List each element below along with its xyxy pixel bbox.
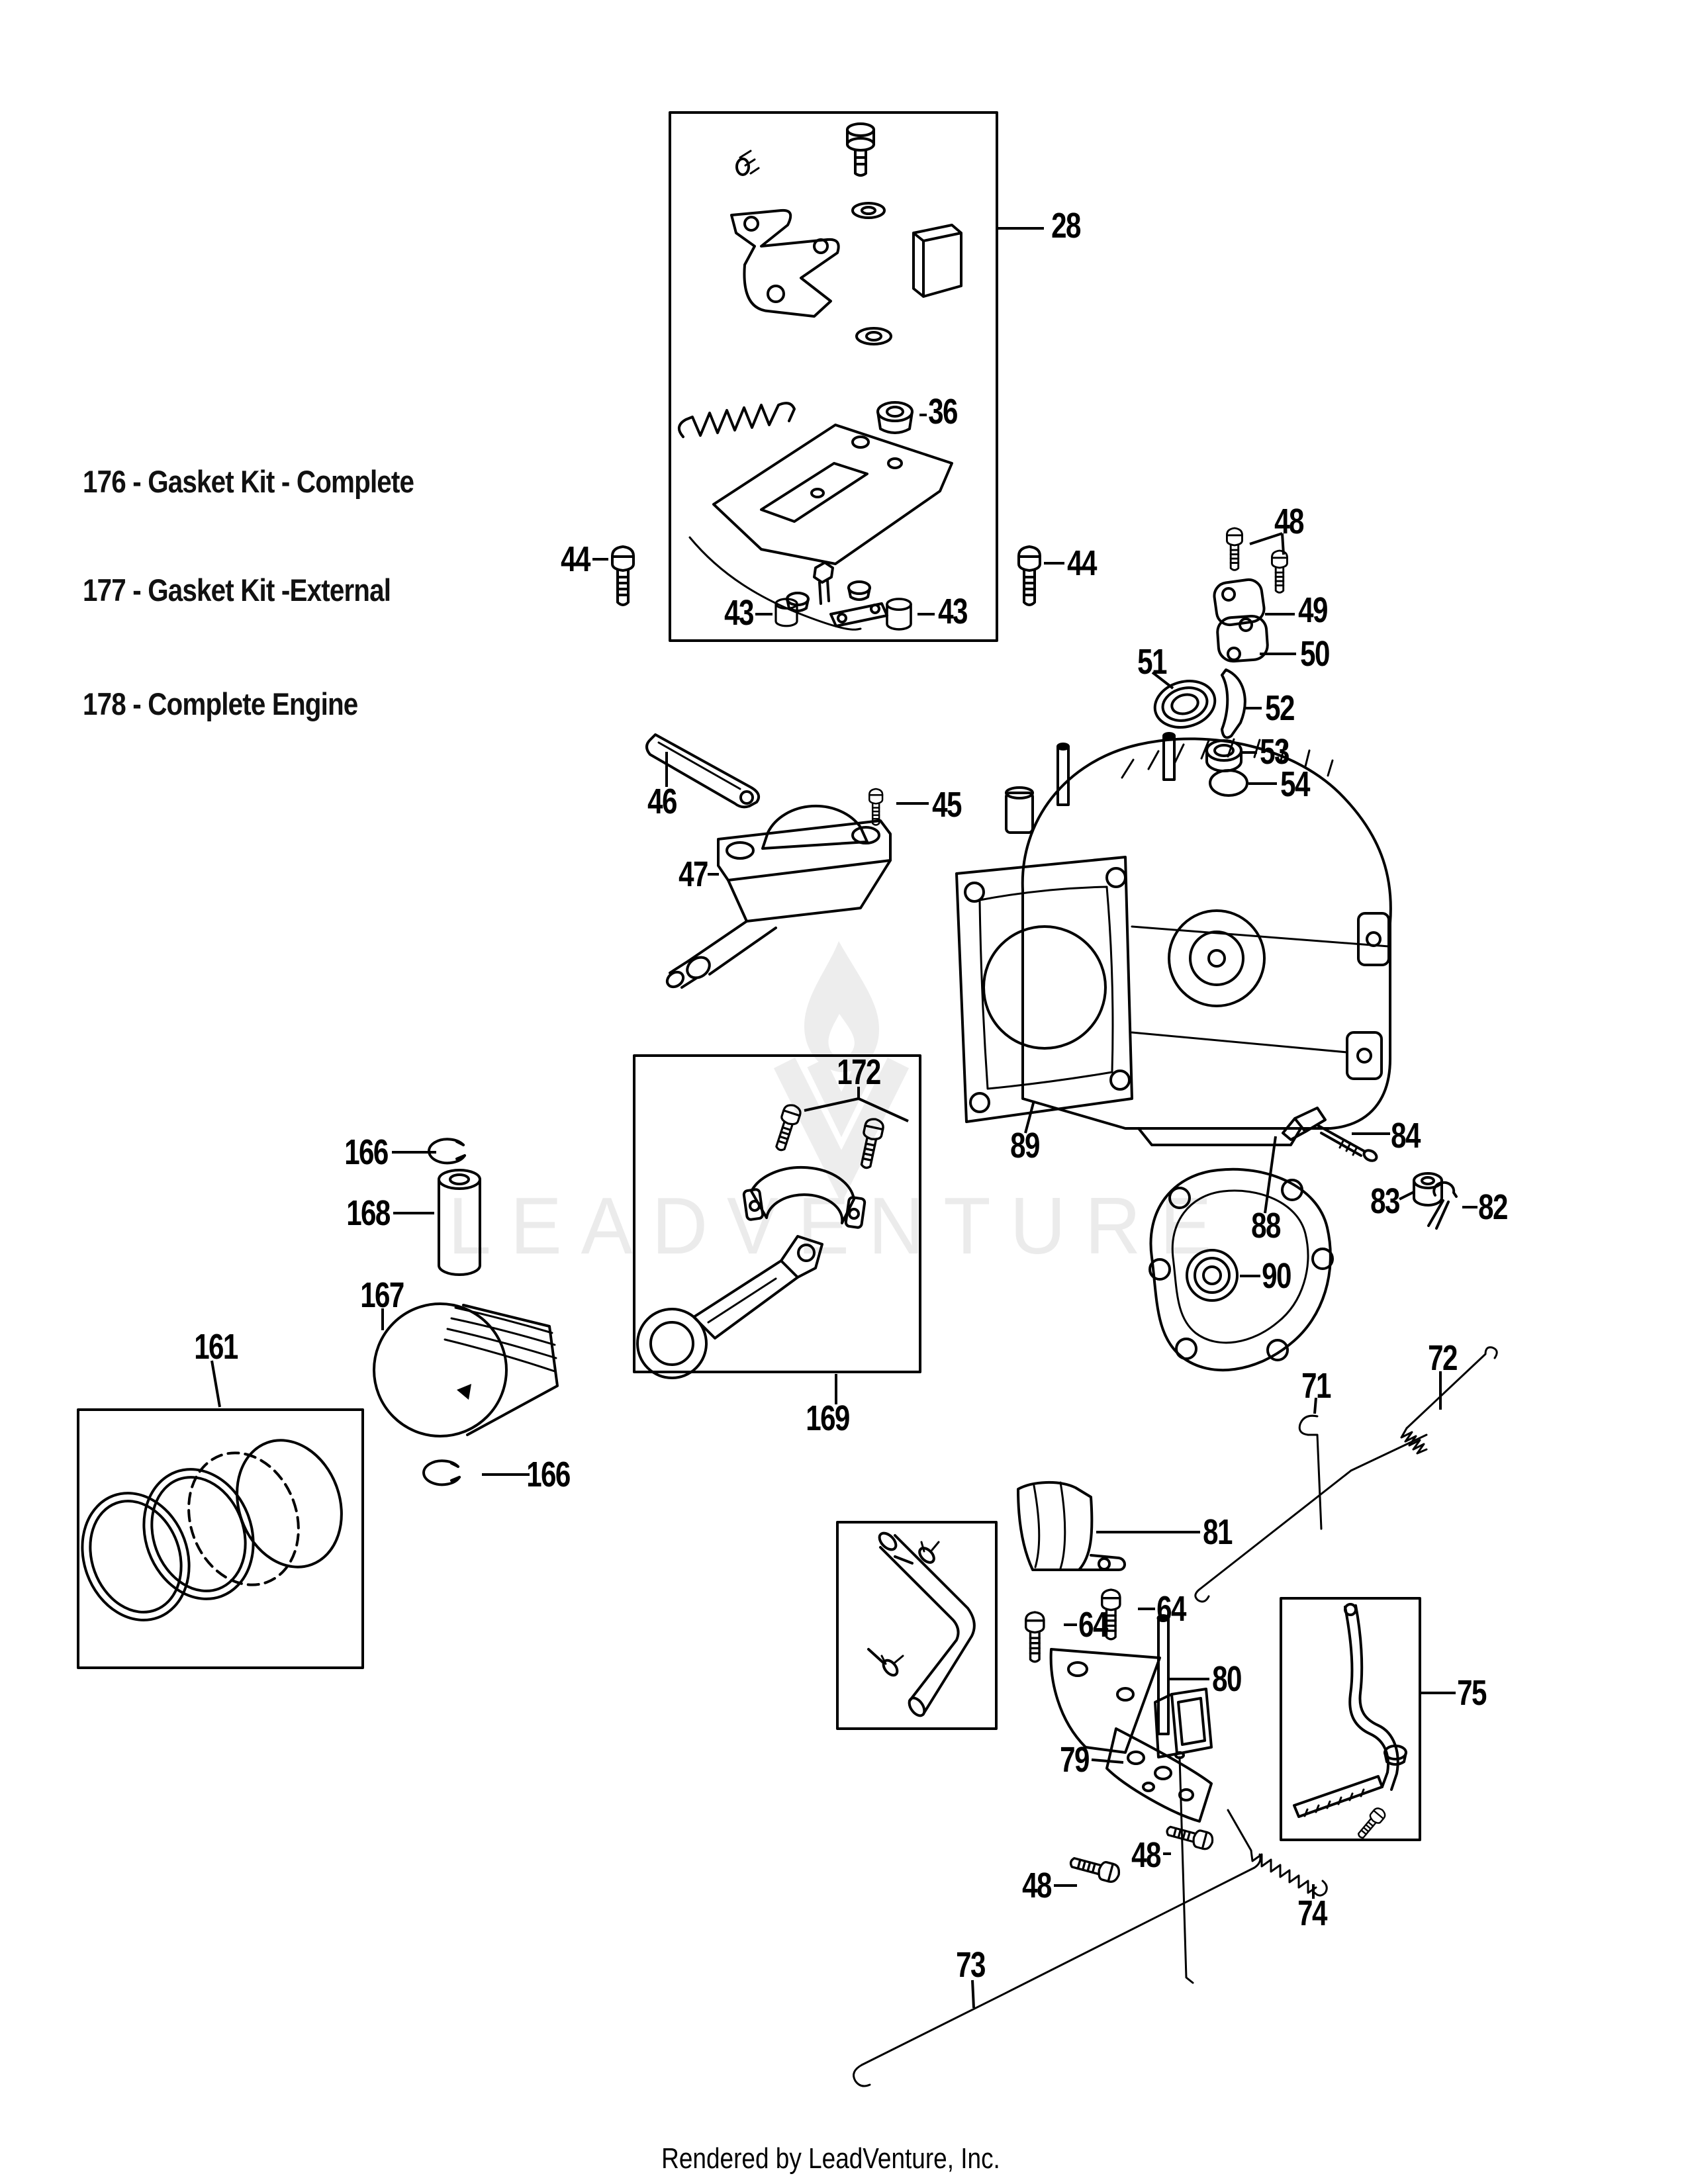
hose-clamp-upper bbox=[918, 1547, 935, 1564]
intake-elbow-drawing bbox=[645, 733, 892, 989]
cotter-pin-drawing bbox=[1427, 1181, 1458, 1230]
part-label-36: 36 bbox=[928, 392, 958, 432]
part-label-168: 168 bbox=[346, 1193, 391, 1233]
speed-control-parts-drawing bbox=[1024, 1588, 1216, 1984]
piston-ring-set-box bbox=[77, 1408, 364, 1669]
control-bracket-assembly-drawing bbox=[611, 122, 1041, 631]
part-label-172: 172 bbox=[837, 1052, 881, 1092]
choke-wire-drawing bbox=[1298, 1414, 1323, 1530]
muffler-guard-drawing bbox=[1017, 1481, 1126, 1571]
footer-credit: Rendered by LeadVenture, Inc. bbox=[661, 2142, 1000, 2175]
piston-crown bbox=[373, 1302, 508, 1437]
part-label-51: 51 bbox=[1137, 642, 1167, 682]
part-label-48-lower: 48 bbox=[1022, 1866, 1052, 1905]
part-label-166-lower: 166 bbox=[526, 1455, 571, 1494]
oil-seal-drawing bbox=[1186, 1249, 1239, 1302]
breather-tube-drawing bbox=[867, 1531, 976, 1717]
part-label-82: 82 bbox=[1478, 1187, 1508, 1227]
part-label-47: 47 bbox=[679, 854, 708, 894]
part-label-44-right: 44 bbox=[1067, 543, 1097, 583]
crankcase-cover-gasket-drawing bbox=[1149, 1167, 1334, 1372]
part-label-50: 50 bbox=[1300, 634, 1330, 674]
part-label-89: 89 bbox=[1010, 1126, 1040, 1165]
part-label-81: 81 bbox=[1203, 1512, 1233, 1552]
brake-lever-drawing bbox=[1293, 1603, 1407, 1842]
part-label-80: 80 bbox=[1212, 1659, 1242, 1699]
part-label-45: 45 bbox=[932, 785, 962, 825]
kit-line-177: 177 - Gasket Kit -External bbox=[83, 572, 391, 608]
part-label-73: 73 bbox=[956, 1945, 986, 1985]
part-label-49: 49 bbox=[1298, 590, 1328, 630]
part-label-74: 74 bbox=[1297, 1893, 1327, 1933]
control-bracket-79 bbox=[1105, 1727, 1213, 1823]
kit-line-178: 178 - Complete Engine bbox=[83, 686, 358, 721]
part-label-88: 88 bbox=[1251, 1206, 1281, 1246]
governor-spring-drawing bbox=[1227, 1809, 1328, 1897]
part-label-64-right: 64 bbox=[1156, 1589, 1186, 1629]
governor-shaft-drawing bbox=[1282, 1107, 1378, 1162]
part-label-48-top: 48 bbox=[1274, 502, 1304, 541]
connecting-rod-box bbox=[633, 1054, 921, 1373]
part-label-54: 54 bbox=[1280, 764, 1310, 804]
throttle-rod-drawing bbox=[853, 1853, 1262, 2087]
piston-pin-rings-drawing bbox=[81, 1138, 559, 1621]
part-label-43-left: 43 bbox=[724, 593, 754, 633]
throttle-spring-link-drawing bbox=[1194, 1346, 1498, 1603]
part-label-44-left: 44 bbox=[561, 539, 590, 579]
connecting-rod-drawing bbox=[636, 1101, 886, 1379]
leadventure-v-icon bbox=[773, 1057, 910, 1204]
part-label-52: 52 bbox=[1265, 688, 1295, 728]
part-label-169: 169 bbox=[806, 1398, 850, 1438]
kit-line-176: 176 - Gasket Kit - Complete bbox=[83, 464, 414, 499]
brake-lever-box bbox=[1280, 1597, 1421, 1841]
flame-icon bbox=[804, 941, 879, 1072]
control-bracket-assembly-box bbox=[669, 111, 998, 642]
part-label-166-upper: 166 bbox=[344, 1132, 389, 1172]
part-label-48-mid: 48 bbox=[1131, 1835, 1161, 1875]
part-label-53: 53 bbox=[1260, 732, 1289, 772]
leader-lines bbox=[211, 227, 1477, 2009]
part-label-167: 167 bbox=[360, 1275, 404, 1315]
part-label-43-right: 43 bbox=[938, 592, 968, 631]
part-label-83: 83 bbox=[1370, 1181, 1400, 1221]
part-label-161: 161 bbox=[194, 1327, 238, 1367]
part-label-72: 72 bbox=[1428, 1338, 1458, 1378]
part-label-84: 84 bbox=[1391, 1116, 1421, 1156]
leadventure-watermark-text: LEADVENTURE bbox=[447, 1181, 1231, 1271]
part-label-90: 90 bbox=[1262, 1256, 1291, 1296]
part-label-71: 71 bbox=[1301, 1366, 1331, 1406]
part-label-64-left: 64 bbox=[1078, 1605, 1108, 1645]
crankcase-drawing bbox=[955, 732, 1392, 1146]
part-label-28: 28 bbox=[1051, 206, 1081, 246]
part-label-79: 79 bbox=[1060, 1740, 1090, 1780]
breather-tube-box bbox=[836, 1521, 998, 1730]
governor-bushing-drawing bbox=[1413, 1172, 1443, 1206]
part-label-46: 46 bbox=[647, 782, 677, 821]
part-label-75: 75 bbox=[1457, 1673, 1487, 1713]
